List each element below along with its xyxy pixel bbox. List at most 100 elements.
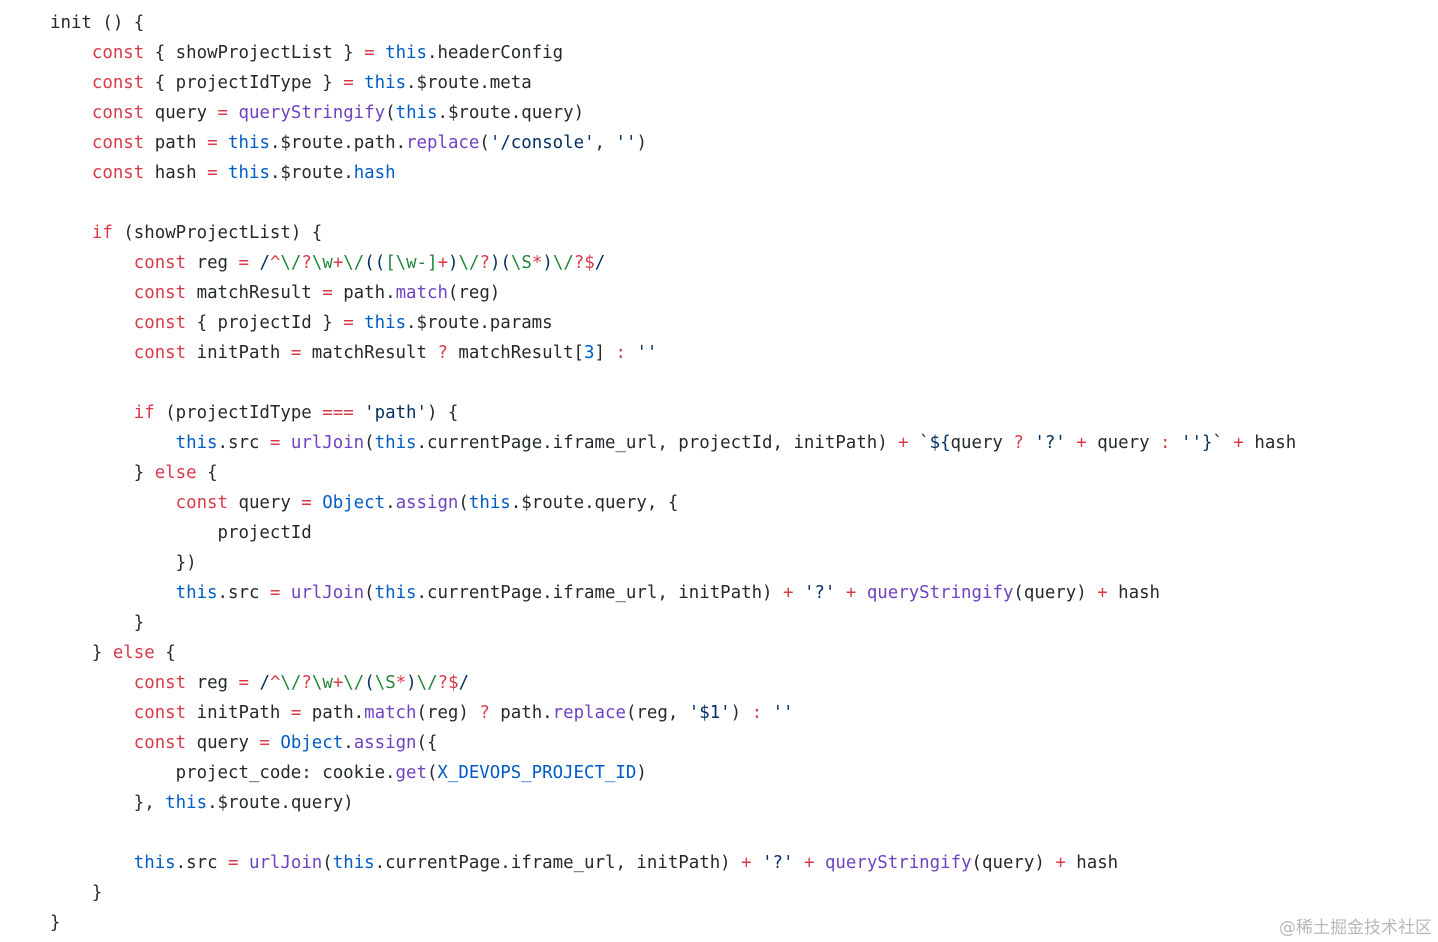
code-token: query: [228, 493, 302, 513]
code-token: +: [741, 853, 752, 873]
code-token: .$route.meta: [406, 73, 532, 93]
code-token: hash: [144, 163, 208, 183]
code-token: Object: [280, 733, 344, 753]
code-token: [814, 853, 824, 873]
code-token: ): [406, 673, 417, 693]
code-token: '?': [1034, 433, 1066, 453]
code-token: +: [437, 253, 449, 273]
code-line: const query = queryStringify(this.$route…: [50, 98, 1296, 128]
code-token: (: [458, 493, 469, 513]
code-token: [50, 133, 92, 153]
code-token: .$route.query, {: [510, 493, 679, 513]
code-token: )(: [489, 253, 511, 273]
code-token: '': [772, 703, 794, 723]
code-token: :: [1160, 433, 1171, 453]
code-token: }): [50, 553, 197, 573]
code-token: else: [112, 643, 155, 663]
code-token: [1171, 433, 1181, 453]
code-token: reg: [186, 253, 239, 273]
code-token: hash: [353, 163, 396, 183]
code-token: {: [196, 463, 218, 483]
code-token: [50, 583, 176, 603]
code-line: init () {: [50, 8, 1296, 38]
code-token: (showProjectList) {: [112, 223, 323, 243]
code-token: }: [50, 463, 155, 483]
code-token: ^: [269, 253, 281, 273]
code-token: 3: [584, 343, 595, 363]
code-token: [270, 733, 280, 753]
code-line: const query = Object.assign({: [50, 728, 1296, 758]
code-token: [50, 103, 92, 123]
code-token: if: [133, 403, 155, 423]
code-token: (: [364, 433, 375, 453]
code-token: project_code: cookie.: [50, 763, 396, 783]
code-token: query: [1086, 433, 1161, 453]
code-line: const initPath = path.match(reg) ? path.…: [50, 698, 1296, 728]
code-token: .$route.path.: [269, 133, 407, 153]
code-token: queryStringify: [238, 103, 386, 123]
code-token: initPath: [186, 703, 291, 723]
code-token: [354, 73, 364, 93]
code-token: .$route.query): [207, 793, 354, 813]
code-token: =: [217, 103, 229, 123]
code-token: (reg): [416, 703, 480, 723]
code-token: ,: [594, 133, 616, 153]
code-token: [218, 163, 228, 183]
code-token: .$route.params: [406, 313, 553, 333]
code-token: [793, 583, 803, 603]
code-token: [50, 163, 92, 183]
code-token: this: [175, 583, 218, 603]
code-token: ?: [479, 253, 490, 273]
code-token: =: [322, 283, 333, 303]
code-token: '': [636, 343, 658, 363]
code-token: [312, 493, 322, 513]
code-token: ?: [301, 673, 312, 693]
code-token: ?: [437, 343, 448, 363]
code-token: +: [782, 583, 794, 603]
code-token: this: [133, 853, 176, 873]
code-token: get: [395, 763, 427, 783]
code-token: =: [343, 313, 354, 333]
code-token: [249, 673, 259, 693]
code-token: (query): [1013, 583, 1098, 603]
code-block: init () { const { showProjectList } = th…: [50, 8, 1296, 938]
code-token: :: [751, 703, 763, 723]
code-token: +: [332, 253, 344, 273]
code-line: this.src = urlJoin(this.currentPage.ifra…: [50, 848, 1296, 878]
code-token: +: [1055, 853, 1066, 873]
code-token: +: [845, 583, 857, 603]
code-token: ({: [416, 733, 438, 753]
code-token: path.: [301, 703, 365, 723]
code-token: [1066, 433, 1076, 453]
code-token: [626, 343, 636, 363]
code-token: ?: [301, 253, 312, 273]
code-token: else: [154, 463, 197, 483]
code-line: const query = Object.assign(this.$route.…: [50, 488, 1296, 518]
code-token: +: [898, 433, 909, 453]
code-line: project_code: cookie.get(X_DEVOPS_PROJEC…: [50, 758, 1296, 788]
code-token: (reg): [447, 283, 501, 303]
code-token: [239, 853, 249, 873]
code-token: this: [364, 313, 407, 333]
code-token: .$route.query): [437, 103, 585, 123]
code-token: hash: [1107, 583, 1161, 603]
code-token: [909, 433, 919, 453]
code-token: (: [364, 583, 375, 603]
code-token: =: [364, 43, 375, 63]
code-token: /: [594, 253, 606, 273]
code-line: if (projectIdType === 'path') {: [50, 398, 1296, 428]
code-token: ]: [594, 343, 616, 363]
code-token: const: [133, 343, 187, 363]
code-token: '?': [762, 853, 794, 873]
code-token: urlJoin: [290, 583, 365, 603]
code-token: .currentPage.iframe_url, projectId, init…: [416, 433, 899, 453]
code-token: .currentPage.iframe_url, initPath): [374, 853, 742, 873]
code-line: const { showProjectList } = this.headerC…: [50, 38, 1296, 68]
code-token: =: [269, 433, 281, 453]
code-token: matchResult: [301, 343, 438, 363]
code-token: query: [950, 433, 1014, 453]
code-token: `${: [919, 433, 951, 453]
code-line: const initPath = matchResult ? matchResu…: [50, 338, 1296, 368]
code-token: =: [343, 73, 354, 93]
code-token: (reg,: [625, 703, 689, 723]
